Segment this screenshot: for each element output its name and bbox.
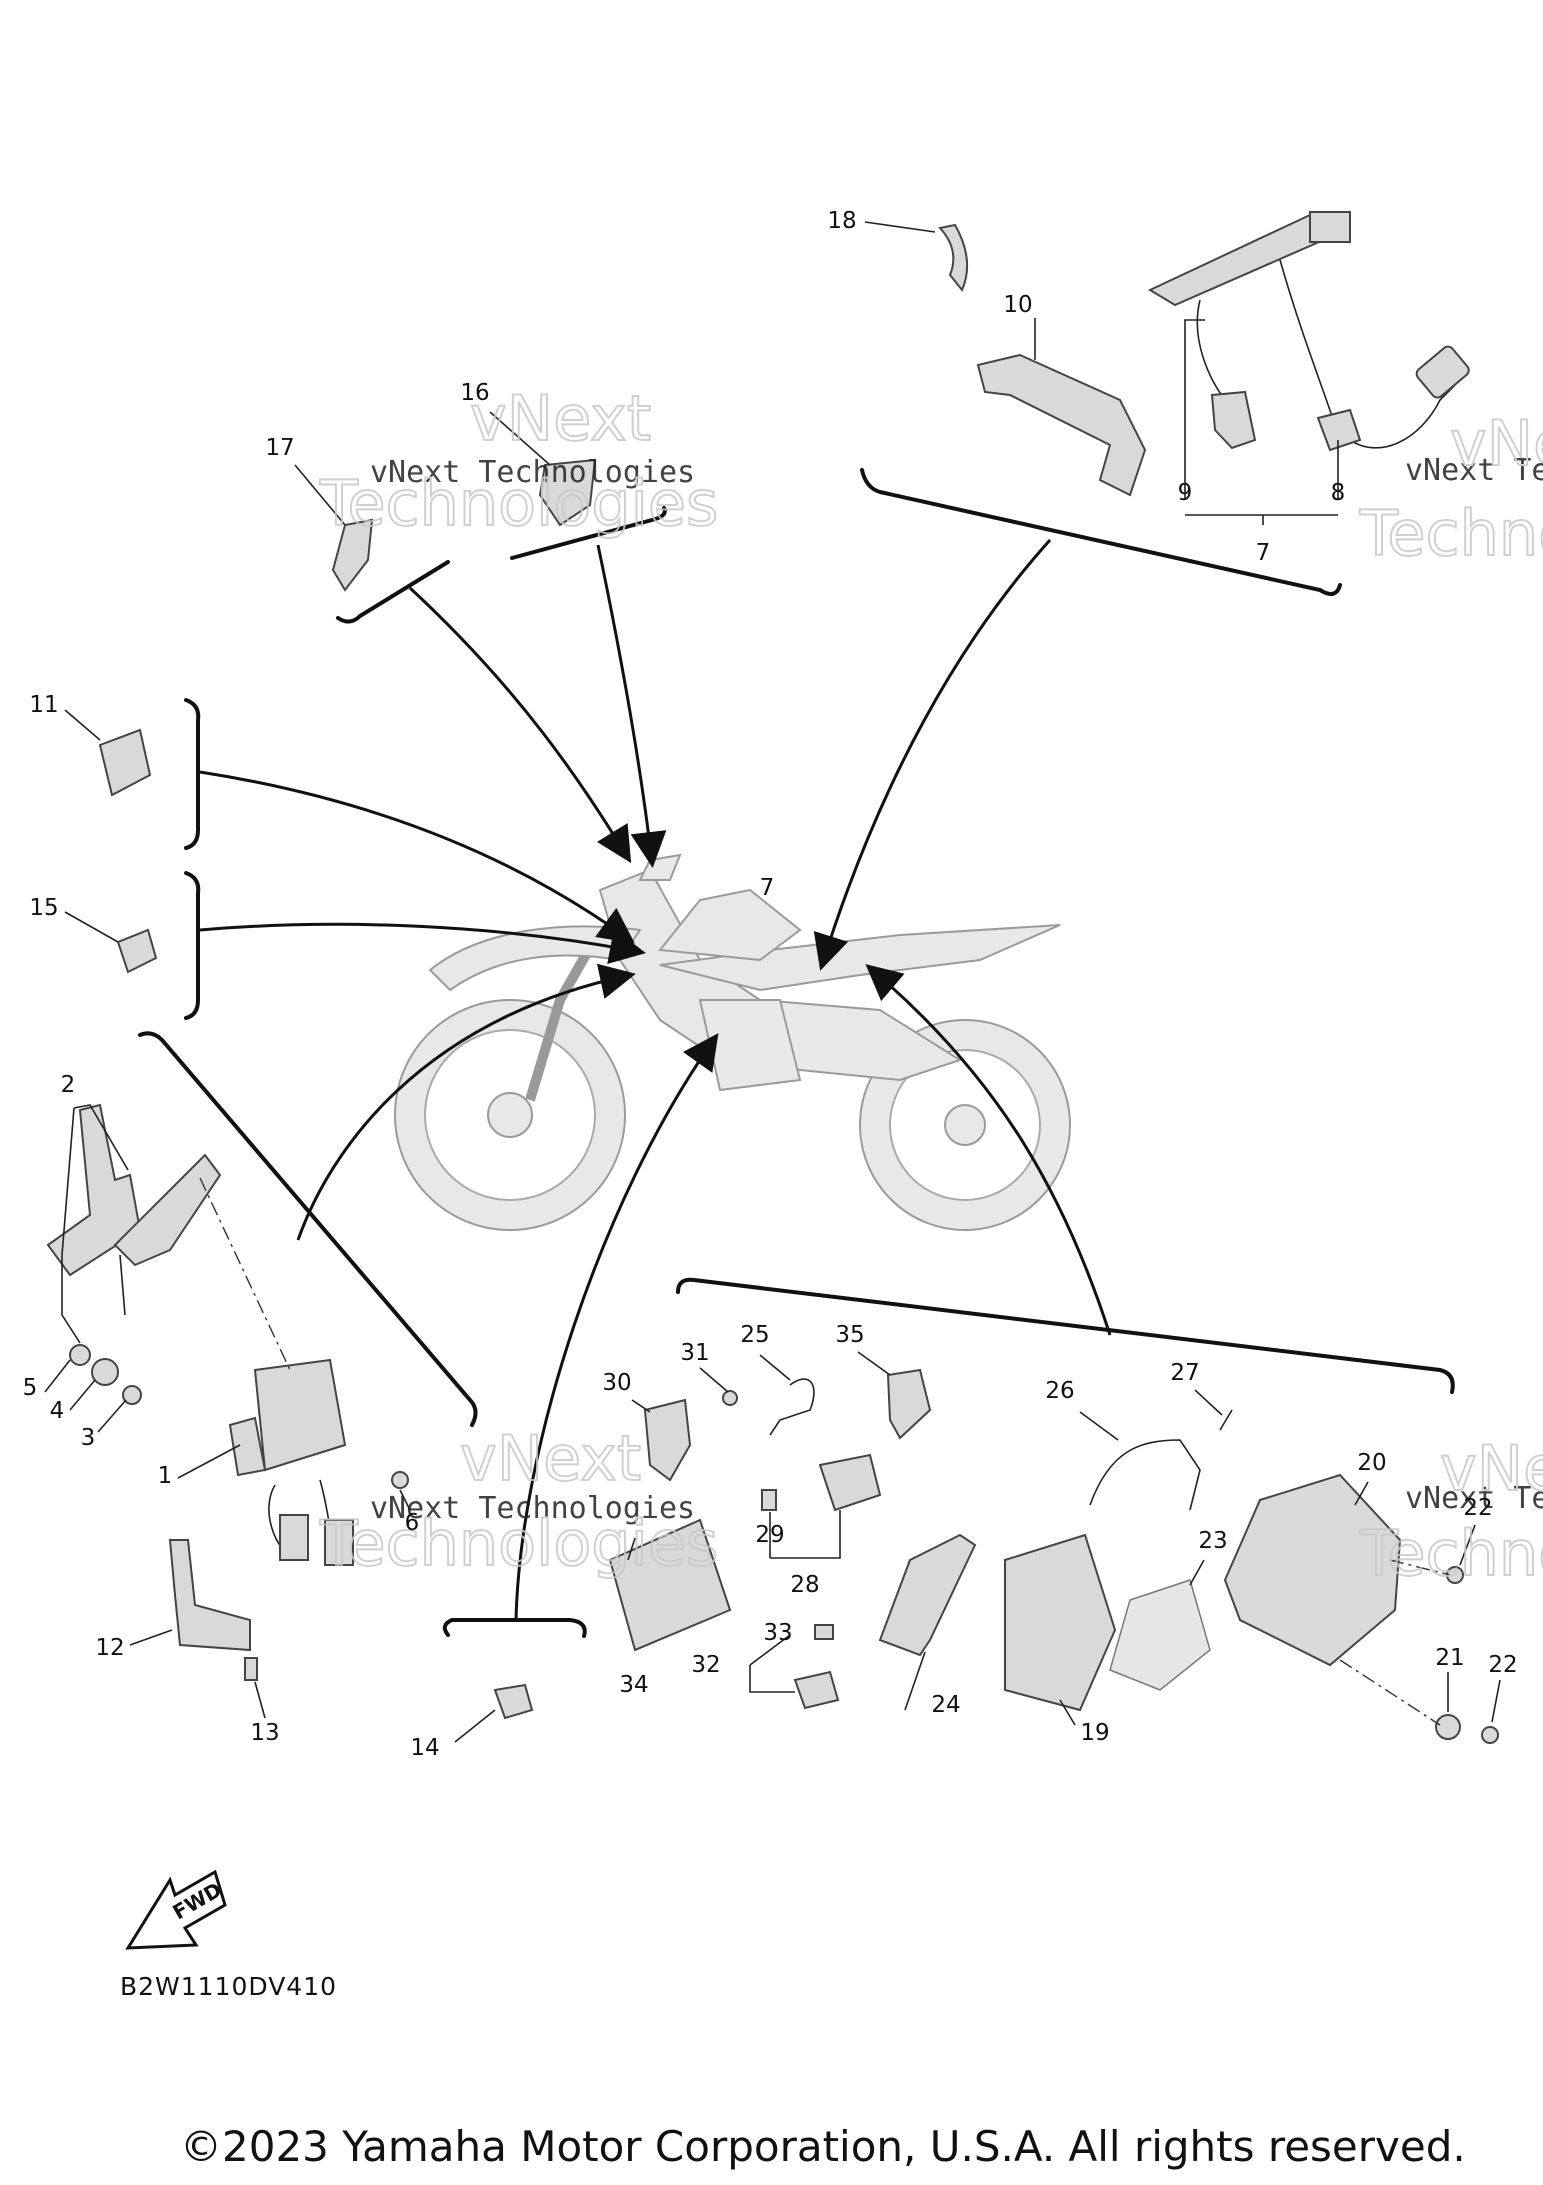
part-15-sensor (116, 928, 158, 974)
callout-15: 15 (29, 895, 58, 921)
callout-26: 26 (1045, 1378, 1074, 1404)
part-19-battery (1004, 1533, 1117, 1712)
part-21-washer (1435, 1714, 1461, 1740)
part-9-sensor (1210, 390, 1257, 450)
fwd-arrow-icon: FWD (125, 1869, 227, 1950)
callout-31: 31 (680, 1340, 709, 1366)
watermark-word: vNext (470, 382, 651, 455)
watermark-word: Technologies (1359, 1517, 1543, 1590)
watermark-word: vNext (460, 1422, 641, 1495)
callout-20: 20 (1357, 1450, 1386, 1476)
callout-3: 3 (81, 1425, 96, 1451)
callout-2: 2 (61, 1072, 76, 1098)
watermark-word: vNext (1450, 407, 1543, 480)
watermark-word: Technologies (319, 467, 718, 540)
part-25-wire (769, 1378, 815, 1436)
part-28-relay (818, 1453, 882, 1512)
diagram-code: B2W1110DV410 (120, 1972, 338, 2001)
callout-5: 5 (23, 1375, 38, 1401)
callout-22-upper: 22 (1463, 1495, 1492, 1521)
callout-9: 9 (1178, 480, 1193, 506)
part-1-rectifier (253, 1358, 347, 1472)
part-20-battery-box (1223, 1473, 1402, 1667)
watermark-text: vNext Technologies (1405, 453, 1543, 488)
part-7-wire-harness (1147, 211, 1470, 449)
callout-10: 10 (1003, 292, 1032, 318)
part-4-washer (91, 1358, 119, 1386)
part-18-clamp (938, 223, 969, 292)
callout-7-top: 7 (1256, 540, 1271, 566)
part-2-bracket-b (113, 1153, 222, 1267)
part-22-bolt (1481, 1726, 1499, 1744)
callout-7: 7 (760, 875, 775, 901)
callout-8: 8 (1331, 480, 1346, 506)
part-23-pad (1109, 1579, 1211, 1691)
watermark-group: vNext Technologies vNext Technologies vN… (318, 381, 1543, 1591)
callout-14: 14 (410, 1735, 439, 1761)
part-17 (331, 518, 374, 592)
part-11-connector (98, 728, 152, 797)
callout-1: 1 (158, 1463, 173, 1489)
callout-27: 27 (1170, 1360, 1199, 1386)
callout-32: 32 (691, 1652, 720, 1678)
part-26-wire (1089, 1439, 1201, 1511)
watermark-word: Technologies (1359, 497, 1543, 570)
callout-33: 33 (763, 1620, 792, 1646)
part-8-sensor (1316, 408, 1362, 452)
part-33-fuse (814, 1624, 834, 1640)
watermark-word: vNext (1440, 1432, 1543, 1505)
callout-29: 29 (755, 1522, 784, 1548)
part-24-cover (878, 1533, 977, 1657)
part-12-bracket (168, 1539, 251, 1652)
callout-35: 35 (835, 1322, 864, 1348)
callout-numbers: 18 10 16 17 9 8 7 11 15 7 2 5 4 3 1 6 12… (23, 208, 1518, 1761)
callout-13: 13 (250, 1720, 279, 1746)
part-10-cover (976, 353, 1147, 497)
callout-12: 12 (95, 1635, 124, 1661)
callout-22: 22 (1488, 1652, 1517, 1678)
watermark-text: vNext Technologies (1405, 1481, 1543, 1516)
copyright-notice: ©2023 Yamaha Motor Corporation, U.S.A. A… (180, 2122, 1466, 2171)
part-3-bolt (122, 1385, 142, 1405)
callout-17: 17 (265, 435, 294, 461)
part-27-bolt (1219, 1409, 1233, 1431)
leader-lines (138, 468, 1455, 1638)
callout-16: 16 (460, 380, 489, 406)
part-1-tab (228, 1416, 267, 1477)
part-30 (643, 1398, 692, 1482)
part-29-fuse (761, 1489, 777, 1511)
callout-leaders (44, 221, 1501, 1743)
watermark-text: vNext Technologies (370, 455, 695, 490)
watermark-word: Technologies (319, 1507, 718, 1580)
callout-6: 6 (405, 1510, 420, 1536)
callout-24: 24 (931, 1692, 960, 1718)
callout-21: 21 (1435, 1645, 1464, 1671)
part-5-nut (69, 1344, 91, 1366)
callout-23: 23 (1198, 1528, 1227, 1554)
part-34-ecu (608, 1518, 732, 1652)
part-35-band (886, 1368, 932, 1440)
callout-4: 4 (50, 1398, 65, 1424)
callout-34: 34 (619, 1672, 648, 1698)
callout-28: 28 (790, 1572, 819, 1598)
part-6-bolt (391, 1471, 409, 1489)
part-13-bolt (244, 1657, 258, 1681)
callout-25: 25 (740, 1322, 769, 1348)
watermark-text: vNext Technologies (370, 1491, 695, 1526)
callout-18: 18 (827, 208, 856, 234)
callout-30: 30 (602, 1370, 631, 1396)
callout-19: 19 (1080, 1720, 1109, 1746)
part-16 (538, 458, 597, 527)
motorcycle-illustration (394, 853, 1071, 1231)
part-14-bolt (493, 1683, 534, 1720)
callout-11: 11 (29, 692, 58, 718)
part-31-bolt (722, 1390, 738, 1406)
parts (46, 211, 1499, 1744)
part-22-bolt-upper (1446, 1566, 1464, 1584)
part-32-holder (793, 1670, 840, 1710)
